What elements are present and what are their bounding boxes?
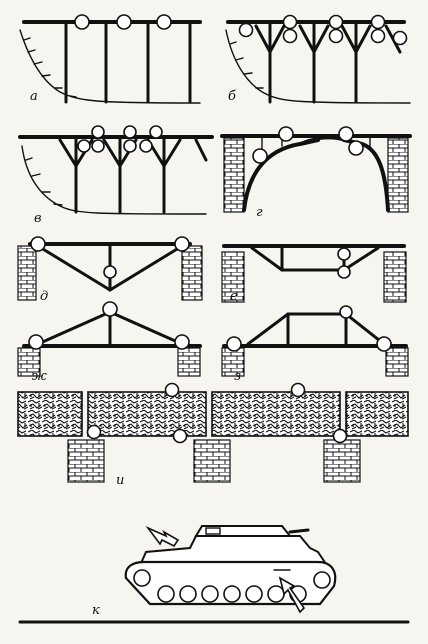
panel-g-left-pier — [223, 137, 245, 213]
panel-z-hinge — [339, 305, 353, 319]
panel-i-hinge — [172, 428, 188, 444]
panel-zh-hinge — [28, 334, 44, 350]
panel-d-hinge — [174, 236, 190, 252]
panel-v-ground — [21, 145, 207, 215]
panel-d-right-pier — [181, 245, 203, 301]
panel-e-left-pier — [221, 251, 245, 303]
panel-k-arrow — [278, 576, 306, 614]
panel-z-hinge — [376, 336, 392, 352]
panel-d-hinge — [103, 265, 117, 279]
panel-e-label: е — [230, 289, 238, 304]
panel-g-arch — [242, 138, 390, 212]
panel-k-road-wheel — [223, 585, 241, 603]
panel-b-hinge — [328, 14, 344, 30]
panel-i-hinge — [290, 382, 306, 398]
panel-v-hinge — [123, 139, 137, 153]
panel-k-arrow — [145, 526, 180, 548]
panel-v-hinge — [91, 139, 105, 153]
panel-b-hinge — [370, 14, 386, 30]
panel-v-hinge — [77, 139, 91, 153]
panel-zh-right-pier — [177, 347, 201, 377]
panel-i-pier — [323, 439, 361, 483]
panel-g-hinge — [348, 140, 364, 156]
panel-i-slab — [345, 391, 409, 437]
panel-z-label: з — [234, 369, 241, 384]
panel-i-slab — [211, 391, 341, 437]
panel-zh-hinge — [102, 301, 118, 317]
panel-b-hinge — [238, 22, 254, 38]
panel-i-pier — [193, 439, 231, 483]
panel-k-road-wheel — [179, 585, 197, 603]
panel-i-slab — [17, 391, 83, 437]
panel-k-road-wheel — [133, 569, 151, 587]
panel-g-hinge — [338, 126, 354, 142]
panel-b-hinge — [282, 14, 298, 30]
panel-zh-label: ж — [32, 369, 47, 384]
panel-v-hinge — [123, 125, 137, 139]
panel-g-label: г — [256, 205, 263, 220]
panel-b-hinge — [282, 28, 298, 44]
panel-a-hinge — [74, 14, 90, 30]
panel-a-ground — [19, 29, 201, 104]
panel-k-road-wheel — [267, 585, 285, 603]
panel-e-hinge — [337, 247, 351, 261]
panel-z: з — [221, 305, 409, 384]
panel-k: к — [18, 525, 410, 624]
panel-i-hinge — [86, 424, 102, 440]
panel-k-road-wheel — [245, 585, 263, 603]
panel-b-hinge — [328, 28, 344, 44]
panel-a-hinge — [116, 14, 132, 30]
panel-zh: ж — [17, 301, 202, 384]
panel-d-label: д — [40, 289, 48, 304]
panel-k-label: к — [92, 603, 100, 618]
panel-a-label: а — [30, 89, 38, 104]
panel-i-pier — [67, 439, 105, 483]
panel-e: е — [221, 244, 407, 304]
panel-e-right-pier — [383, 251, 407, 303]
panel-v-hinge — [149, 125, 163, 139]
panel-g: г — [220, 126, 412, 220]
panel-z-right-pier — [385, 347, 409, 377]
panel-b: б — [225, 14, 411, 104]
panel-e-hinge — [337, 265, 351, 279]
panel-i: и — [17, 382, 409, 488]
panel-d-left-pier — [17, 245, 37, 301]
panel-v-hinge — [91, 125, 105, 139]
panel-v-hinge — [139, 139, 153, 153]
panel-k-road-wheel — [201, 585, 219, 603]
panel-z-hinge — [226, 336, 242, 352]
panel-v: в — [18, 125, 214, 226]
panel-b-hinge — [392, 30, 408, 46]
panel-a: а — [19, 14, 202, 104]
panel-g-hinge — [252, 148, 268, 164]
panel-a-hinge — [156, 14, 172, 30]
panel-i-hinge — [164, 382, 180, 398]
panel-i-slab — [87, 391, 207, 437]
panel-g-right-pier — [387, 137, 409, 213]
panel-d-hinge — [30, 236, 46, 252]
panel-i-label: и — [116, 473, 124, 488]
panel-g-hinge — [278, 126, 294, 142]
panel-b-label: б — [228, 89, 236, 104]
panel-i-hinge — [332, 428, 348, 444]
panel-zh-hinge — [174, 334, 190, 350]
panel-v-label: в — [34, 211, 42, 226]
panel-d: д — [17, 236, 203, 304]
panel-k-road-wheel — [313, 571, 331, 589]
panel-b-hinge — [370, 28, 386, 44]
panel-k-road-wheel — [157, 585, 175, 603]
